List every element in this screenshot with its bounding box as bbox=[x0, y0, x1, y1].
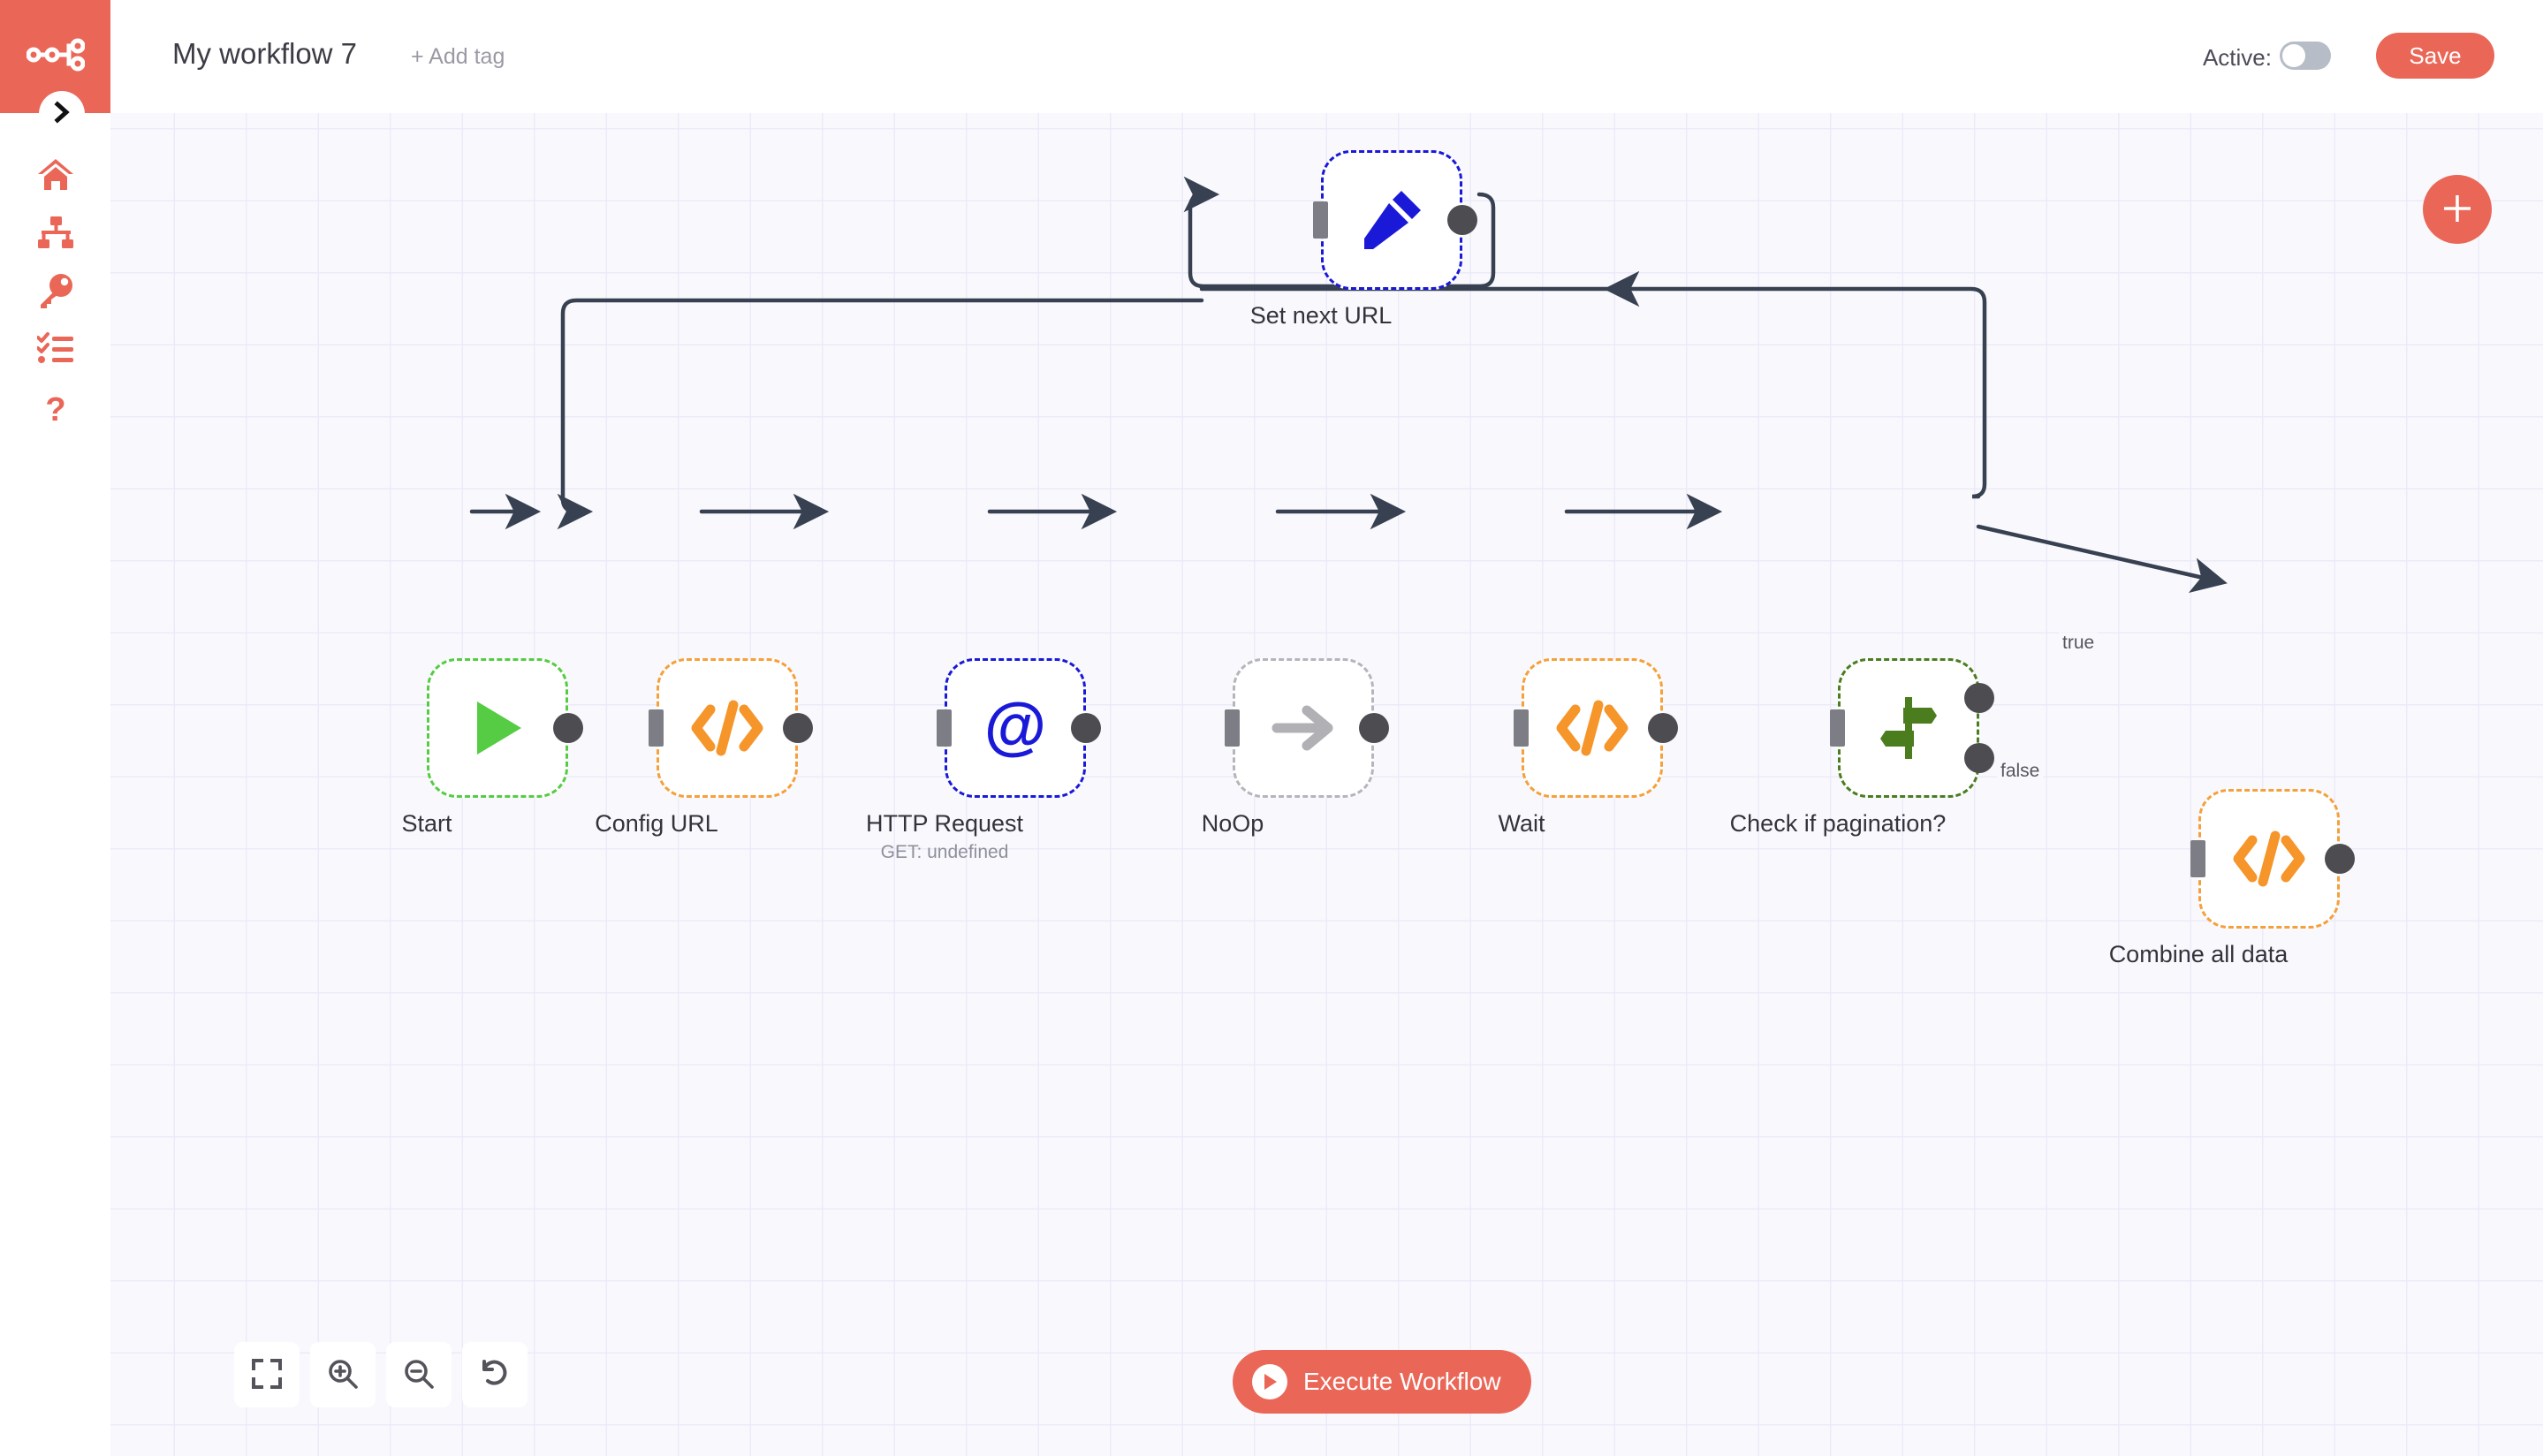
edge-setnexturl-loop bbox=[1183, 176, 1496, 289]
output-port[interactable] bbox=[1648, 713, 1678, 743]
edge-check-false-to-combine bbox=[1976, 524, 2228, 593]
output-port[interactable] bbox=[1359, 713, 1389, 743]
pencil-icon bbox=[1359, 187, 1424, 253]
input-port[interactable] bbox=[1313, 201, 1328, 239]
zoom-in-button[interactable] bbox=[310, 1342, 376, 1407]
connection-edges bbox=[469, 176, 2228, 593]
add-node-button[interactable] bbox=[2423, 175, 2492, 244]
input-port[interactable] bbox=[1514, 709, 1529, 747]
node-label: Config URL bbox=[595, 810, 718, 837]
arrow-right-icon bbox=[1270, 701, 1337, 755]
key-icon bbox=[37, 274, 74, 309]
input-port[interactable] bbox=[649, 709, 664, 747]
signpost-icon bbox=[1877, 695, 1940, 761]
sitemap-icon bbox=[37, 216, 74, 251]
node-label: NoOp bbox=[1201, 810, 1264, 837]
node-box[interactable]: @ bbox=[945, 658, 1086, 798]
at-sign-icon: @ bbox=[981, 693, 1050, 763]
edge-check-true-to-setnexturl bbox=[1603, 270, 1987, 499]
chevron-right-icon bbox=[52, 100, 72, 128]
n8n-nodes-logo-icon bbox=[26, 37, 85, 77]
workflow-canvas[interactable]: true false Start bbox=[110, 113, 2543, 1456]
output-port[interactable] bbox=[783, 713, 813, 743]
output-port[interactable] bbox=[553, 713, 583, 743]
edge-loop-to-config bbox=[557, 298, 1204, 530]
plus-icon bbox=[2440, 191, 2475, 229]
node-box[interactable] bbox=[1838, 658, 1979, 798]
zoom-to-fit-button[interactable] bbox=[234, 1342, 300, 1407]
output-port[interactable] bbox=[1071, 713, 1101, 743]
output-port[interactable] bbox=[2325, 844, 2355, 874]
play-circle-icon bbox=[1252, 1364, 1287, 1399]
sidebar-item-executions[interactable] bbox=[0, 323, 110, 376]
node-label: Wait bbox=[1498, 810, 1545, 837]
node-label: Combine all data bbox=[2108, 941, 2289, 967]
toggle-knob bbox=[2282, 44, 2305, 67]
output-port-true[interactable] bbox=[1964, 683, 1994, 713]
save-button[interactable]: Save bbox=[2376, 33, 2494, 79]
node-label: Start bbox=[401, 810, 452, 837]
input-port[interactable] bbox=[937, 709, 952, 747]
sidebar-item-workflows[interactable] bbox=[0, 207, 110, 260]
sidebar-item-credentials[interactable] bbox=[0, 265, 110, 318]
checklist-icon bbox=[36, 332, 74, 368]
reset-zoom-button[interactable] bbox=[462, 1342, 528, 1407]
node-box[interactable] bbox=[1321, 150, 1462, 290]
code-brackets-icon bbox=[691, 697, 763, 759]
node-box[interactable] bbox=[2198, 789, 2340, 929]
zoom-out-icon bbox=[403, 1358, 435, 1392]
node-box[interactable] bbox=[427, 658, 568, 798]
sidebar-item-help[interactable]: ? bbox=[0, 385, 110, 438]
node-label: Check if pagination? bbox=[1729, 810, 1947, 837]
sidebar-item-home[interactable] bbox=[0, 148, 110, 201]
node-subtitle: GET: undefined bbox=[880, 842, 1009, 862]
output-port[interactable] bbox=[1447, 205, 1477, 235]
svg-text:@: @ bbox=[984, 693, 1046, 762]
node-label: HTTP Request bbox=[865, 810, 1024, 837]
canvas-zoom-toolbar bbox=[234, 1342, 528, 1407]
edge-label-false: false bbox=[1997, 761, 2044, 782]
svg-text:?: ? bbox=[45, 392, 65, 428]
node-box[interactable] bbox=[657, 658, 798, 798]
input-port[interactable] bbox=[1225, 709, 1240, 747]
input-port[interactable] bbox=[2190, 840, 2205, 877]
play-triangle-icon bbox=[470, 698, 525, 758]
output-port-false[interactable] bbox=[1964, 743, 1994, 773]
code-brackets-icon bbox=[2233, 828, 2305, 890]
fit-screen-icon bbox=[252, 1358, 282, 1392]
edge-label-true: true bbox=[2059, 633, 2099, 654]
active-toggle[interactable] bbox=[2280, 42, 2331, 70]
node-box[interactable] bbox=[1233, 658, 1374, 798]
undo-icon bbox=[479, 1358, 511, 1392]
active-label: Active: bbox=[2202, 44, 2272, 71]
home-icon bbox=[37, 157, 74, 193]
zoom-in-icon bbox=[327, 1358, 359, 1392]
execute-workflow-label: Execute Workflow bbox=[1303, 1368, 1501, 1395]
node-box[interactable] bbox=[1522, 658, 1663, 798]
sidebar-expand-button[interactable] bbox=[39, 91, 85, 137]
execute-workflow-button[interactable]: Execute Workflow bbox=[1233, 1350, 1531, 1414]
input-port[interactable] bbox=[1830, 709, 1845, 747]
question-mark-icon: ? bbox=[37, 392, 74, 431]
node-label: Set next URL bbox=[1249, 302, 1393, 329]
workflow-title[interactable]: My workflow 7 bbox=[172, 37, 358, 70]
zoom-out-button[interactable] bbox=[386, 1342, 452, 1407]
code-brackets-icon bbox=[1556, 697, 1628, 759]
add-tag-button[interactable]: + Add tag bbox=[411, 44, 505, 69]
left-sidebar: ? bbox=[0, 0, 110, 1456]
workflow-header: My workflow 7 + Add tag Active: Save bbox=[110, 0, 2543, 113]
